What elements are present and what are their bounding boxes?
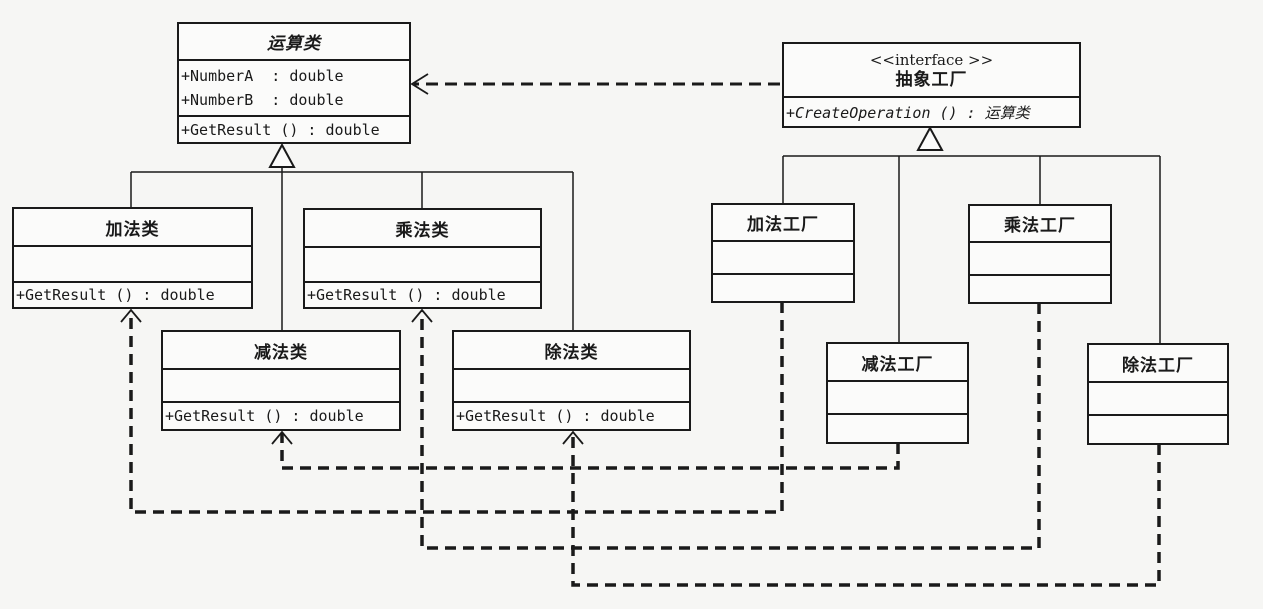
- class-operations: +GetResult () : double: [14, 283, 251, 307]
- class-operations: +GetResult () : double: [305, 283, 540, 307]
- arrowhead-icon: [562, 430, 584, 445]
- class-attributes: +NumberA : double +NumberB : double: [179, 61, 409, 117]
- class-divide-factory[interactable]: 除法工厂: [1087, 343, 1229, 445]
- class-operations: [828, 415, 967, 442]
- generalization-operation-tree: [130, 142, 574, 330]
- class-operations: +CreateOperation () : 运算类: [784, 98, 1079, 126]
- class-operation-base[interactable]: 运算类 +NumberA : double +NumberB : double …: [177, 22, 411, 144]
- class-name: 除法类: [454, 332, 689, 370]
- class-name: 乘法类: [305, 210, 540, 248]
- operation-get-result: +GetResult () : double: [16, 286, 215, 304]
- class-operations: +GetResult () : double: [454, 403, 689, 429]
- arrowhead-icon: [411, 308, 433, 323]
- arrowhead-icon: [271, 430, 293, 445]
- class-name: 减法类: [163, 332, 399, 370]
- class-name: 乘法工厂: [970, 206, 1110, 243]
- class-multiply[interactable]: 乘法类 +GetResult () : double: [303, 208, 542, 309]
- stereotype-label: <<interface >>: [869, 51, 994, 69]
- generalization-triangle-icon: [268, 142, 296, 168]
- class-name-block: <<interface >> 抽象工厂: [784, 44, 1079, 98]
- class-attributes: [163, 370, 399, 403]
- attribute-number-a: +NumberA : double: [181, 67, 344, 85]
- class-name: 运算类: [179, 24, 409, 61]
- class-add-factory[interactable]: 加法工厂: [711, 203, 855, 303]
- class-divide[interactable]: 除法类 +GetResult () : double: [452, 330, 691, 431]
- arrowhead-icon: [410, 73, 429, 95]
- realization-triangle-icon: [916, 125, 944, 151]
- operation-get-result: +GetResult () : double: [307, 286, 506, 304]
- class-operations: +GetResult () : double: [179, 117, 409, 142]
- class-name: 抽象工厂: [895, 70, 968, 90]
- class-name: 加法工厂: [713, 205, 853, 242]
- class-attributes: [454, 370, 689, 403]
- attribute-number-b: +NumberB : double: [181, 91, 344, 109]
- operation-get-result: +GetResult () : double: [181, 120, 380, 139]
- class-attributes: [14, 247, 251, 283]
- class-attributes: [713, 242, 853, 275]
- class-name: 除法工厂: [1089, 345, 1227, 383]
- arrowhead-icon: [120, 308, 142, 323]
- class-multiply-factory[interactable]: 乘法工厂: [968, 204, 1112, 304]
- class-attributes: [305, 248, 540, 283]
- dependency-mul-factory-to-mul: [420, 303, 1041, 550]
- operation-get-result: +GetResult () : double: [456, 407, 655, 425]
- dependency-sub-factory-to-sub: [280, 433, 900, 470]
- class-name: 加法类: [14, 209, 251, 247]
- class-operations: [713, 275, 853, 301]
- class-operations: [1089, 416, 1227, 443]
- dependency-add-factory-to-add: [129, 302, 784, 514]
- class-attributes: [970, 243, 1110, 276]
- interface-abstract-factory[interactable]: <<interface >> 抽象工厂 +CreateOperation () …: [782, 42, 1081, 128]
- dependency-div-factory-to-div: [571, 433, 1161, 587]
- class-subtract[interactable]: 减法类 +GetResult () : double: [161, 330, 401, 431]
- class-attributes: [828, 382, 967, 415]
- class-operations: +GetResult () : double: [163, 403, 399, 429]
- operation-create-operation: +CreateOperation () : 运算类: [786, 103, 1030, 122]
- class-operations: [970, 276, 1110, 302]
- class-add[interactable]: 加法类 +GetResult () : double: [12, 207, 253, 309]
- class-attributes: [1089, 383, 1227, 416]
- class-subtract-factory[interactable]: 减法工厂: [826, 342, 969, 444]
- operation-get-result: +GetResult () : double: [165, 407, 364, 425]
- class-name: 减法工厂: [828, 344, 967, 382]
- realization-factory-tree: [782, 125, 1161, 343]
